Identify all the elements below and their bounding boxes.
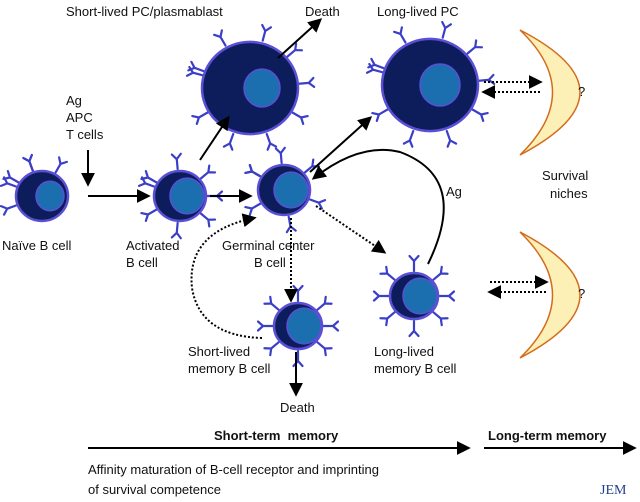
arrow-activated-to-short-pc bbox=[199, 115, 230, 161]
affinity-maturation-text-line1: Affinity maturation of B-cell receptor a… bbox=[88, 462, 379, 477]
b-cell-receptor-icon bbox=[432, 310, 449, 327]
cell-nucleus bbox=[273, 171, 309, 209]
arrow-memory-to-germinal-ag bbox=[311, 148, 445, 265]
dotted-arrow-germinal-to-long-memory bbox=[315, 205, 387, 254]
b-cell-receptor-icon bbox=[286, 42, 304, 58]
b-cell-receptor-icon bbox=[140, 208, 158, 222]
naive-b-cell bbox=[0, 153, 70, 223]
b-cell-receptor-icon bbox=[265, 132, 278, 151]
ag-recall-label: Ag bbox=[446, 184, 462, 199]
death-bottom-label: Death bbox=[280, 400, 315, 415]
activated-label: Activated bbox=[126, 238, 179, 253]
b-cell-receptor-icon bbox=[54, 156, 68, 174]
cell-nucleus bbox=[286, 307, 322, 345]
death-top-label: Death bbox=[305, 4, 340, 19]
germinal-center-label: Germinal center bbox=[222, 238, 315, 253]
b-cell-receptor-icon bbox=[0, 204, 18, 216]
activated-b-cell bbox=[137, 152, 224, 240]
niche-question-bottom: ? bbox=[578, 286, 585, 301]
b-cell-receptor-icon bbox=[432, 265, 449, 282]
b-cell-receptor-icon bbox=[137, 176, 156, 188]
b-cell-receptor-icon bbox=[213, 29, 227, 47]
b-cell-receptor-icon bbox=[292, 349, 304, 368]
short-lived-pc-label: Short-lived PC/plasmablast bbox=[66, 4, 223, 19]
t-cells-label: T cells bbox=[66, 127, 104, 142]
long-term-memory-label: Long-term memory bbox=[488, 428, 607, 443]
b-cell-receptor-icon bbox=[170, 152, 182, 171]
b-cell-receptor-icon bbox=[477, 73, 496, 86]
b-cell-receptor-icon bbox=[191, 111, 209, 125]
b-cell-receptor-icon bbox=[379, 265, 396, 282]
b-cell-receptor-icon bbox=[170, 221, 182, 240]
affinity-maturation-text-line2: of survival competence bbox=[88, 482, 221, 497]
cell-nucleus bbox=[419, 63, 461, 107]
b-cell-receptor-icon bbox=[274, 146, 286, 165]
arrow-germinal-to-long-pc bbox=[309, 116, 373, 173]
naive-b-cell-label: Naïve B cell bbox=[2, 238, 71, 253]
b-cell-receptor-icon bbox=[308, 198, 327, 210]
cell-nucleus bbox=[35, 180, 65, 212]
long-lived-memory-b-cell-label: memory B cell bbox=[374, 361, 456, 376]
b-cell-receptor-icon bbox=[256, 320, 275, 332]
b-cell-receptor-icon bbox=[292, 284, 304, 303]
cell-nucleus bbox=[169, 177, 205, 215]
b-cell-receptor-icon bbox=[261, 23, 273, 42]
long-lived-memory-b-cell bbox=[372, 254, 456, 338]
niche-question-top: ? bbox=[578, 84, 585, 99]
ag-label: Ag bbox=[66, 93, 82, 108]
long-lived-memory-label: Long-lived bbox=[374, 344, 434, 359]
b-cell-receptor-icon bbox=[372, 290, 391, 302]
germinal-center-b-cell bbox=[244, 146, 327, 234]
survival-niche-bottom bbox=[519, 231, 581, 359]
b-cell-receptor-icon bbox=[199, 164, 217, 180]
jem-journal-logo: JEM bbox=[600, 483, 627, 498]
short-lived-memory-label: Short-lived bbox=[188, 344, 250, 359]
short-lived-memory-b-cell-label: memory B cell bbox=[188, 361, 270, 376]
b-cell-receptor-icon bbox=[393, 26, 407, 44]
b-cell-receptor-icon bbox=[0, 176, 18, 188]
germinal-b-cell-label: B cell bbox=[254, 255, 286, 270]
b-cell-receptor-icon bbox=[445, 129, 458, 148]
b-cell-receptor-icon bbox=[408, 254, 420, 273]
b-cell-receptor-icon bbox=[466, 39, 484, 55]
apc-label: APC bbox=[66, 110, 93, 125]
dotted-arrow-short-memory-to-germinal bbox=[190, 213, 263, 339]
activated-b-cell-label: B cell bbox=[126, 255, 158, 270]
short-lived-pc-cell bbox=[185, 23, 316, 151]
b-cell-receptor-icon bbox=[199, 212, 217, 228]
b-cell-receptor-icon bbox=[244, 164, 262, 178]
b-cell-receptor-icon bbox=[471, 108, 489, 122]
long-lived-pc-cell bbox=[365, 20, 496, 148]
short-term-memory-label: Short-term memory bbox=[214, 428, 339, 443]
cell-nucleus bbox=[243, 68, 281, 108]
b-cell-receptor-icon bbox=[244, 202, 262, 216]
survival-label: Survival bbox=[542, 168, 588, 183]
b-cell-receptor-icon bbox=[222, 132, 235, 151]
b-cell-receptor-icon bbox=[316, 295, 333, 312]
b-cell-receptor-icon bbox=[263, 340, 280, 357]
b-cell-receptor-icon bbox=[22, 153, 34, 172]
b-cell-receptor-icon bbox=[441, 20, 453, 39]
b-cell-receptor-icon bbox=[371, 108, 389, 122]
arrow-short-pc-to-death bbox=[277, 18, 323, 59]
b-cell-receptor-icon bbox=[291, 111, 309, 125]
niches-label: niches bbox=[550, 186, 588, 201]
b-cell-receptor-icon bbox=[402, 129, 415, 148]
b-cell-receptor-icon bbox=[185, 65, 204, 77]
cell-nucleus bbox=[402, 277, 438, 315]
long-lived-pc-label: Long-lived PC bbox=[377, 4, 459, 19]
survival-niche-top bbox=[519, 29, 581, 156]
short-lived-memory-b-cell bbox=[256, 284, 340, 368]
b-cell-receptor-icon bbox=[437, 290, 456, 302]
b-cell-receptor-icon bbox=[321, 320, 340, 332]
b-cell-receptor-icon bbox=[316, 340, 333, 357]
b-cell-receptor-icon bbox=[379, 310, 396, 327]
b-cell-receptor-icon bbox=[365, 62, 384, 74]
b-cell-receptor-icon bbox=[408, 319, 420, 338]
b-cell-receptor-icon bbox=[297, 76, 316, 89]
b-cell-receptor-icon bbox=[263, 295, 280, 312]
